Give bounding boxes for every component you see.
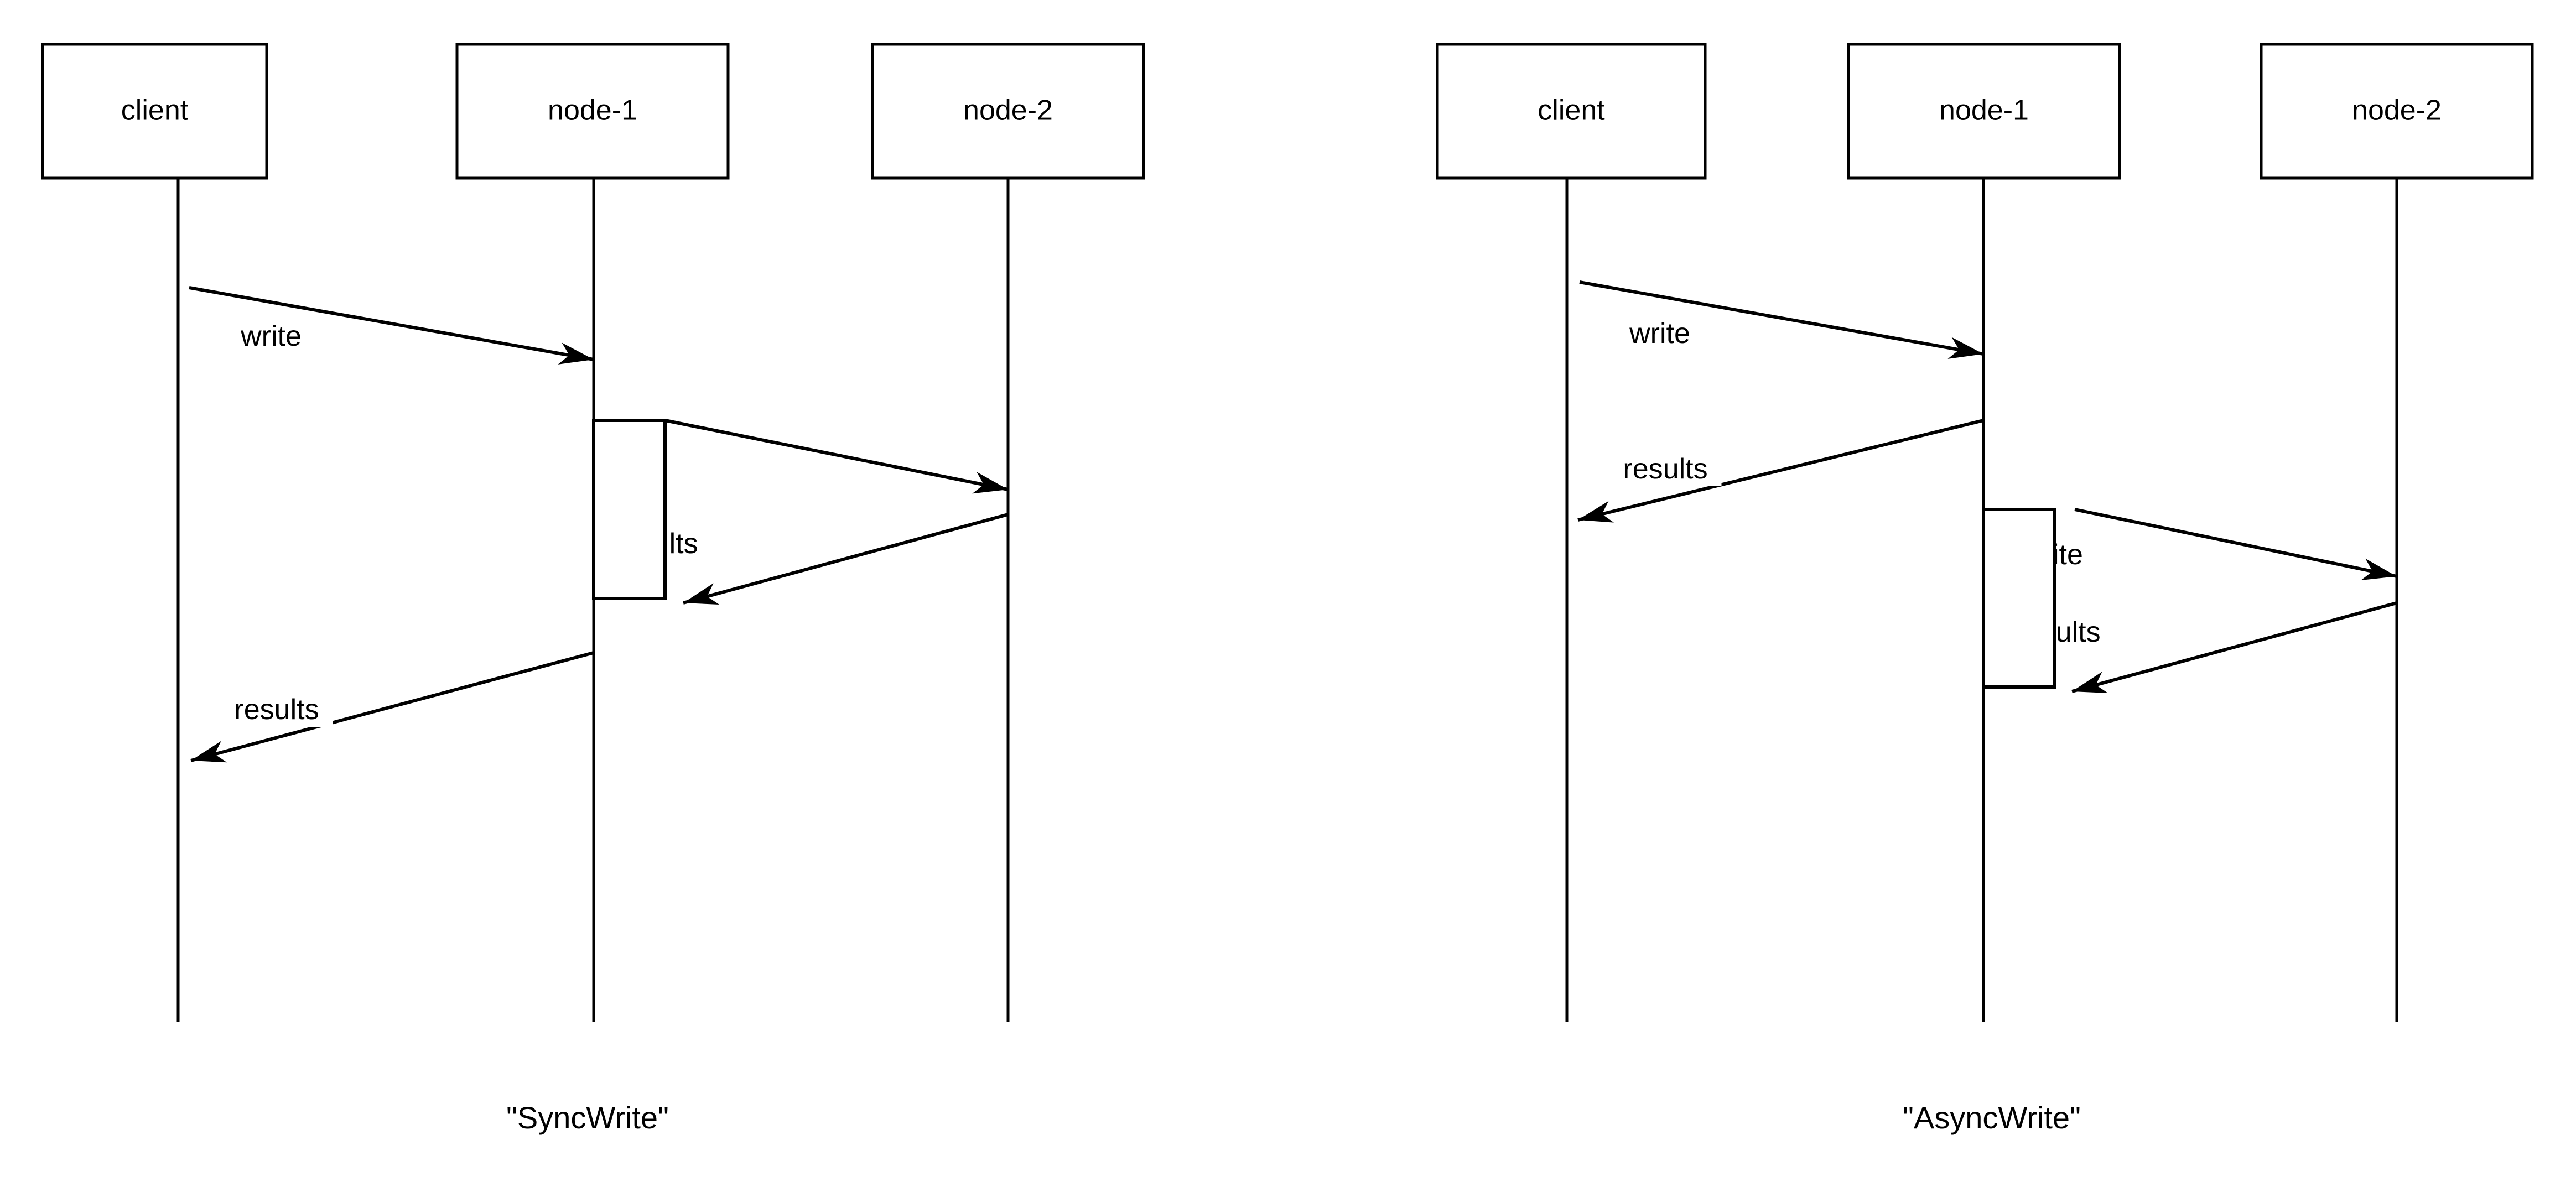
message-results-node-2-to-node-1[interactable]: results	[2002, 601, 2397, 693]
participant-box-client[interactable]	[41, 43, 268, 180]
message-results-node-1-to-client[interactable]: results	[190, 651, 594, 763]
arrow-head-icon	[558, 342, 594, 365]
message-label: write	[240, 320, 302, 352]
activation-box-node-1[interactable]	[592, 419, 667, 600]
participant-client[interactable]: client	[41, 43, 268, 1022]
message-line	[190, 651, 594, 762]
message-line	[2071, 601, 2397, 693]
message-line	[1579, 280, 1984, 356]
message-line	[664, 419, 1009, 491]
participant-box-node-1[interactable]	[455, 43, 730, 180]
diagram-caption: "SyncWrite"	[506, 1100, 669, 1135]
participant-node-2[interactable]: node-2	[2260, 43, 2534, 1022]
arrow-head-icon	[972, 472, 1008, 494]
arrow-head-icon	[2361, 558, 2397, 580]
participant-box-node-2[interactable]	[871, 43, 1145, 180]
message-line	[683, 513, 1009, 605]
message-label: write	[1629, 318, 1690, 350]
activation-box-node-1[interactable]	[1982, 508, 2056, 689]
participant-label-node-2: node-2	[963, 95, 1053, 127]
message-write-node-1-to-node-2[interactable]: write	[2011, 508, 2397, 580]
message-line	[1577, 419, 1984, 522]
message-line	[189, 286, 594, 361]
message-results-node-1-to-client[interactable]: results	[1577, 419, 1984, 523]
diagram-caption: "AsyncWrite"	[1903, 1100, 2081, 1135]
participant-label-node-1: node-1	[548, 95, 637, 127]
message-label-backdrop	[1609, 451, 1722, 486]
participant-label-client: client	[121, 95, 189, 127]
message-label-backdrop	[1618, 315, 1701, 351]
message-label: results	[234, 694, 319, 726]
participant-node-1[interactable]: node-1	[455, 43, 730, 1022]
participant-box-node-2[interactable]	[2260, 43, 2534, 180]
arrow-head-icon	[683, 583, 720, 605]
arrow-head-icon	[191, 741, 227, 763]
arrow-head-icon	[1578, 501, 1614, 523]
message-write-client-to-node-1[interactable]: write	[189, 286, 594, 365]
message-label: results	[1623, 453, 1707, 485]
participant-label-client: client	[1538, 95, 1605, 127]
arrow-head-icon	[2072, 672, 2108, 693]
participant-box-node-1[interactable]	[1847, 43, 2121, 180]
diagram-async-write: client node-1 node-2 write results write resul…	[1436, 43, 2534, 1135]
participant-label-node-1: node-1	[1939, 95, 2029, 127]
message-label-backdrop	[230, 318, 313, 353]
participant-box-client[interactable]	[1436, 43, 1707, 180]
diagram-sync-write: clientnode-1node-2writewriteresultsresul…	[41, 43, 1145, 1135]
participant-label-node-2: node-2	[2352, 95, 2442, 127]
message-write-client-to-node-1[interactable]: write	[1579, 280, 1984, 359]
message-label-backdrop	[220, 691, 333, 727]
participant-node-2[interactable]: node-2	[871, 43, 1145, 1022]
participant-client[interactable]: client	[1436, 43, 1707, 1022]
arrow-head-icon	[1947, 337, 1983, 359]
message-line	[2074, 508, 2397, 578]
